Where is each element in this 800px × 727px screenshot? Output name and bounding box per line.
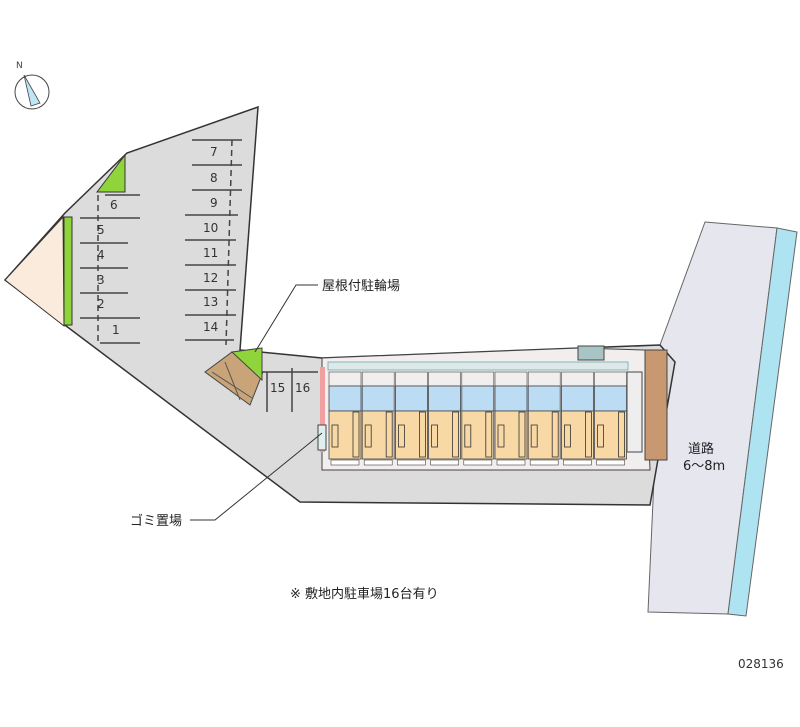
apartment-unit: [494, 371, 528, 466]
north-label: N: [16, 61, 23, 71]
apartment-unit: [527, 371, 561, 466]
parking-space-number: 15: [270, 381, 285, 395]
road-label: 道路: [688, 441, 714, 457]
waterway: [727, 227, 798, 617]
green-strip: [63, 216, 73, 326]
parking-space-number: 12: [203, 271, 218, 285]
bicycle-shed: [204, 347, 264, 406]
parking-space-number: 4: [97, 248, 105, 262]
apartment-unit: [428, 371, 462, 466]
parking-space-number: 2: [97, 297, 105, 311]
parking-space-number: 5: [97, 223, 105, 237]
property-code: 028136: [738, 657, 784, 671]
bicycle-parking-label: 屋根付駐輪場: [322, 278, 400, 294]
parking-space-number: 16: [295, 381, 310, 395]
garden-area: [4, 215, 65, 328]
parking-space-number: 8: [210, 171, 218, 185]
parking-space-number: 3: [97, 273, 105, 287]
parking-space-number: 10: [203, 221, 218, 235]
parking-space-number: 1: [112, 323, 120, 337]
apartment-building: [317, 345, 668, 471]
road-width-label: 6〜8m: [683, 459, 725, 474]
apartment-unit: [561, 371, 594, 466]
parking-space-number: 14: [203, 320, 218, 334]
parking-space-number: 6: [110, 198, 118, 212]
green-triangle: [95, 153, 126, 193]
garbage-leader-line: [190, 432, 323, 521]
parking-space-number: 7: [210, 145, 218, 159]
road: [647, 221, 778, 615]
garbage-label: ゴミ置場: [130, 513, 182, 529]
apartment-unit: [461, 371, 495, 466]
parking-space-number: 9: [210, 196, 218, 210]
parking-note: ※ 敷地内駐車場16台有り: [290, 586, 439, 602]
apartment-unit: [394, 371, 428, 466]
apartment-unit: [361, 371, 395, 466]
north-compass-icon: N: [14, 61, 50, 110]
parking-space-number: 11: [203, 246, 218, 260]
parking-space-number: 13: [203, 295, 218, 309]
apartment-unit: [594, 371, 627, 466]
apartment-unit: [328, 371, 362, 466]
bicycle-leader-line: [254, 284, 318, 353]
parking-lines: [80, 139, 318, 412]
